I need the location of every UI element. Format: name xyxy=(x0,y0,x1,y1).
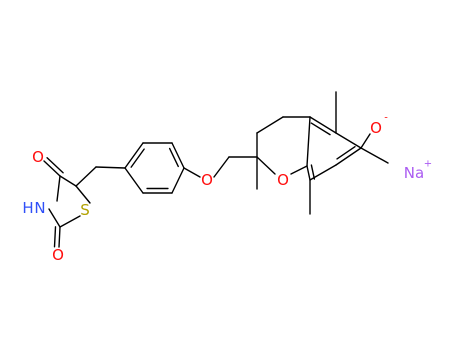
bond-aromatic-c8-c8a-inner xyxy=(310,164,316,180)
bond-aromatic-c4a-c5 xyxy=(309,116,337,134)
bond-c7-methyl xyxy=(360,147,389,164)
bond-aromatic-c5-c6 xyxy=(335,132,362,149)
bond-benzene-0-inner xyxy=(130,148,145,168)
atom-o-phenoxide-charge: - xyxy=(384,113,388,124)
bond-c2-o-carbonyl-inner xyxy=(53,226,57,248)
atom-o-chroman: O xyxy=(277,171,289,189)
bond-c4-o-carbonyl-inner xyxy=(46,157,64,174)
bond-benzene-3 xyxy=(171,167,185,194)
bond-c2-o-carbonyl xyxy=(58,226,61,248)
bond-benzene-5 xyxy=(124,167,144,194)
atom-na-counterion: Na xyxy=(404,164,424,182)
atom-s-ring: S xyxy=(80,201,90,219)
bond-aromatic-c6-c7-inner xyxy=(336,145,356,160)
atom-o-ether: O xyxy=(201,171,213,189)
bond-benzene-0 xyxy=(124,142,144,169)
bond-c6-o-phenoxide xyxy=(360,133,371,149)
bond-benzene-2-inner xyxy=(168,147,179,168)
bond-aromatic-c4a-c5-inner xyxy=(310,122,331,136)
bond-o1-c8a xyxy=(290,165,308,175)
bond-aromatic-c6-c7 xyxy=(335,147,362,166)
bond-layer xyxy=(43,91,389,248)
bond-c4-o-carbonyl xyxy=(43,160,61,177)
atom-na-charge: + xyxy=(424,159,432,170)
atom-o-carbonyl-bottom: O xyxy=(52,246,64,264)
bond-aryl-o-ether xyxy=(183,167,201,178)
bond-c2-s1 xyxy=(59,215,81,228)
bond-n3-c2 xyxy=(48,208,61,228)
bond-s1-c5 xyxy=(75,185,91,204)
bond-ch2-aryl xyxy=(95,166,126,169)
bond-aromatic-c8-c8a xyxy=(306,165,311,181)
bond-c5-ch2 xyxy=(75,166,97,187)
bond-c4-n3 xyxy=(56,175,61,202)
bond-c5-c4 xyxy=(59,175,77,187)
bond-benzene-2 xyxy=(171,142,185,169)
atom-o-phenoxide: O xyxy=(370,119,382,137)
bond-c3-c4 xyxy=(256,116,284,134)
bond-o-ether-ch2 xyxy=(213,156,230,178)
atom-o-carbonyl-top: O xyxy=(32,148,44,166)
atom-h-imide: H xyxy=(22,199,33,217)
bond-aromatic-c8a-c4a xyxy=(306,116,311,167)
bond-c2-o1 xyxy=(256,156,276,175)
atom-n-imide: N xyxy=(34,199,45,217)
